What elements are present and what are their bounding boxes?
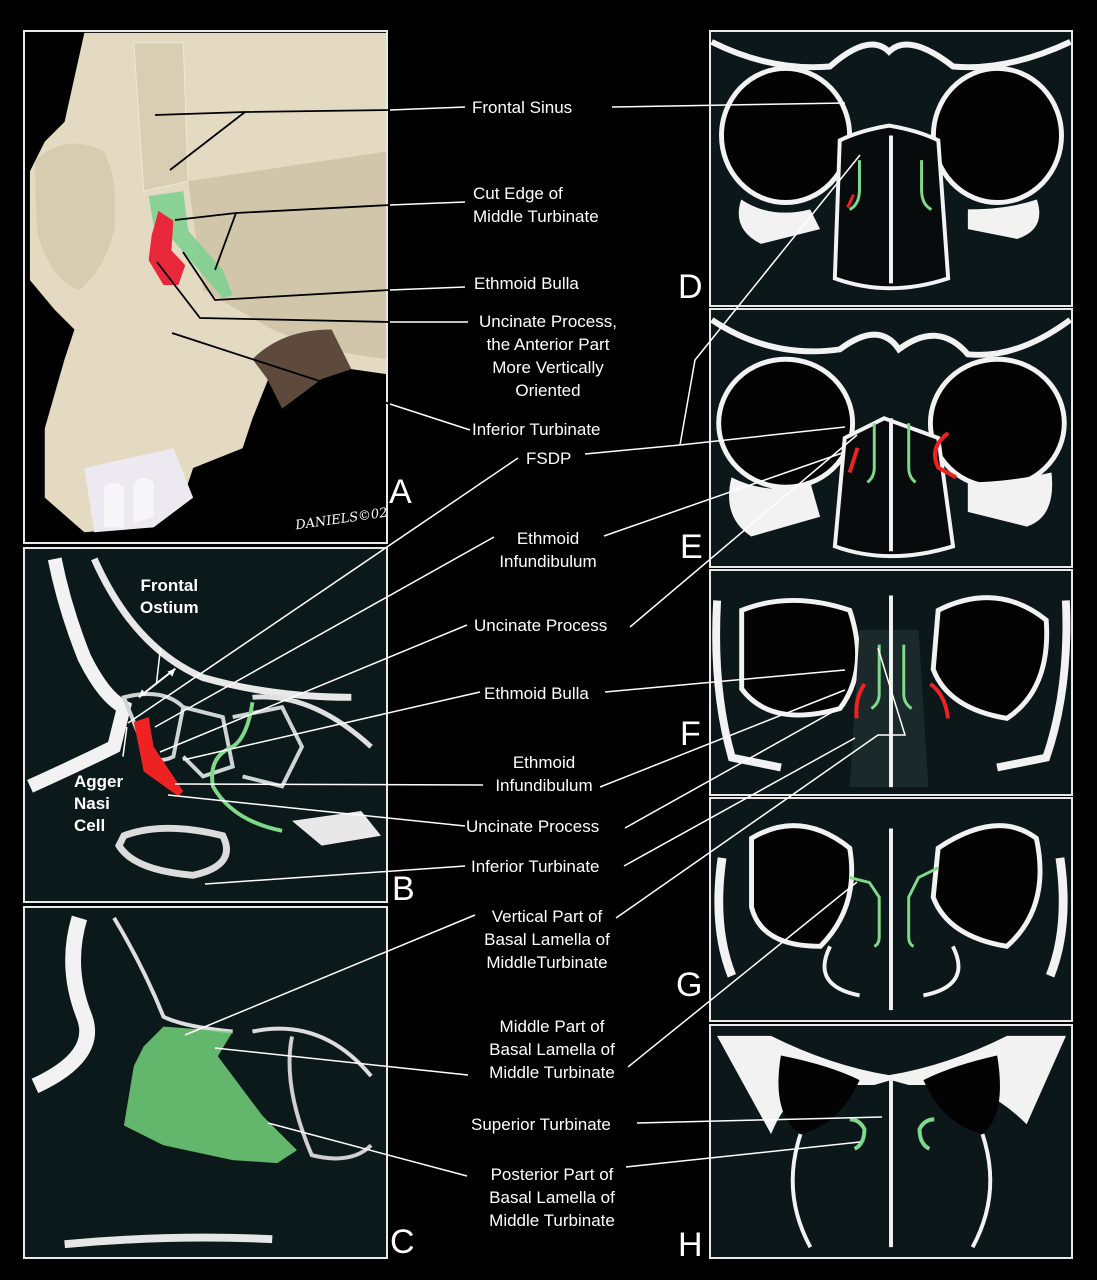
label-line: FSDP (526, 449, 572, 468)
label-fsdp: FSDP (526, 447, 571, 470)
label-line: Middle Turbinate (489, 1063, 615, 1082)
coronal-ct-g (714, 823, 1068, 1011)
panel-letter-e: E (680, 528, 703, 566)
label-line: Basal Lamella of (489, 1040, 615, 1059)
label-line: Infundibulum (495, 776, 593, 795)
panel-a: DANIELS©02 (23, 30, 388, 544)
label-line: Middle Turbinate (473, 207, 599, 226)
sagittal-ct-b (27, 557, 382, 879)
label-vertical-basal-lamella: Vertical Part of Basal Lamella of Middle… (472, 905, 622, 974)
panel-e (709, 308, 1073, 568)
panel-g (709, 797, 1073, 1022)
label-posterior-basal-lamella: Posterior Part of Basal Lamella of Middl… (472, 1163, 632, 1232)
label-uncinate-process-e: Uncinate Process (474, 614, 607, 637)
label-line: Uncinate Process (466, 817, 600, 836)
panel-letter-a: A (389, 473, 412, 511)
panel-c (23, 906, 388, 1259)
label-frontal-sinus: Frontal Sinus (472, 96, 572, 119)
label-inferior-turbinate-a: Inferior Turbinate (472, 418, 601, 441)
agger-nasi-line3: Cell (74, 816, 106, 835)
label-line: Infundibulum (499, 552, 597, 571)
coronal-ct-d (711, 39, 1071, 291)
label-line: Middle Turbinate (489, 1211, 615, 1230)
skull-illustration (29, 32, 386, 533)
panel-f (709, 569, 1073, 796)
label-line: Middle Part of (499, 1017, 605, 1036)
label-line: Inferior Turbinate (471, 857, 600, 876)
basal-lamella-green (123, 1026, 297, 1164)
label-line: Cut Edge of (473, 184, 563, 203)
panel-letter-d: D (678, 268, 703, 306)
label-line: More Vertically (492, 358, 604, 377)
label-line: Basal Lamella of (484, 930, 610, 949)
agger-nasi-line1: Agger (74, 772, 124, 791)
label-line: Posterior Part of (490, 1165, 614, 1184)
panel-d (709, 30, 1073, 307)
label-line: Oriented (515, 381, 581, 400)
sagittal-ct-c (31, 915, 373, 1249)
panel-letter-c: C (390, 1223, 415, 1261)
label-superior-turbinate: Superior Turbinate (471, 1113, 611, 1136)
label-line: Superior Turbinate (471, 1115, 611, 1134)
label-line: Ethmoid (512, 753, 576, 772)
label-line: Uncinate Process, (479, 312, 617, 331)
panel-letter-b: B (392, 870, 415, 908)
label-uncinate-process-f: Uncinate Process (466, 815, 599, 838)
label-ethmoid-bulla-a: Ethmoid Bulla (474, 272, 579, 295)
panel-h (709, 1024, 1073, 1259)
label-middle-basal-lamella: Middle Part of Basal Lamella of Middle T… (472, 1015, 632, 1084)
panel-b: Frontal Ostium Agger Nasi Cell (23, 547, 388, 903)
panel-letter-f: F (680, 715, 701, 753)
label-line: Basal Lamella of (489, 1188, 615, 1207)
agger-nasi-cell-label: Agger Nasi Cell (74, 771, 123, 837)
label-cut-edge-middle-turbinate: Cut Edge of Middle Turbinate (473, 182, 599, 228)
label-ethmoid-infundibulum-e: Ethmoid Infundibulum (490, 527, 606, 573)
uncinate-red (133, 717, 184, 797)
label-inferior-turbinate-f: Inferior Turbinate (471, 855, 600, 878)
label-line: Ethmoid (516, 529, 580, 548)
coronal-ct-h (717, 1035, 1066, 1249)
label-line: Frontal Sinus (472, 98, 573, 117)
label-ethmoid-bulla-f: Ethmoid Bulla (484, 682, 589, 705)
label-line: Vertical Part of (491, 907, 603, 926)
label-line: Inferior Turbinate (472, 420, 601, 439)
label-line: Uncinate Process (474, 616, 608, 635)
coronal-ct-f (712, 595, 1071, 788)
frontal-ostium-line1: Frontal (140, 576, 199, 595)
label-line: Ethmoid Bulla (474, 274, 579, 293)
label-uncinate-process-a: Uncinate Process, the Anterior Part More… (468, 310, 628, 402)
panel-letter-g: G (676, 966, 703, 1004)
agger-nasi-line2: Nasi (74, 794, 110, 813)
panel-letter-h: H (678, 1226, 703, 1264)
label-line: MiddleTurbinate (486, 953, 608, 972)
coronal-ct-e (711, 317, 1071, 559)
frontal-ostium-label: Frontal Ostium (140, 575, 199, 619)
label-line: Ethmoid Bulla (484, 684, 589, 703)
frontal-ostium-line2: Ostium (140, 598, 199, 617)
label-line: the Anterior Part (486, 335, 610, 354)
label-ethmoid-infundibulum-f: Ethmoid Infundibulum (486, 751, 602, 797)
